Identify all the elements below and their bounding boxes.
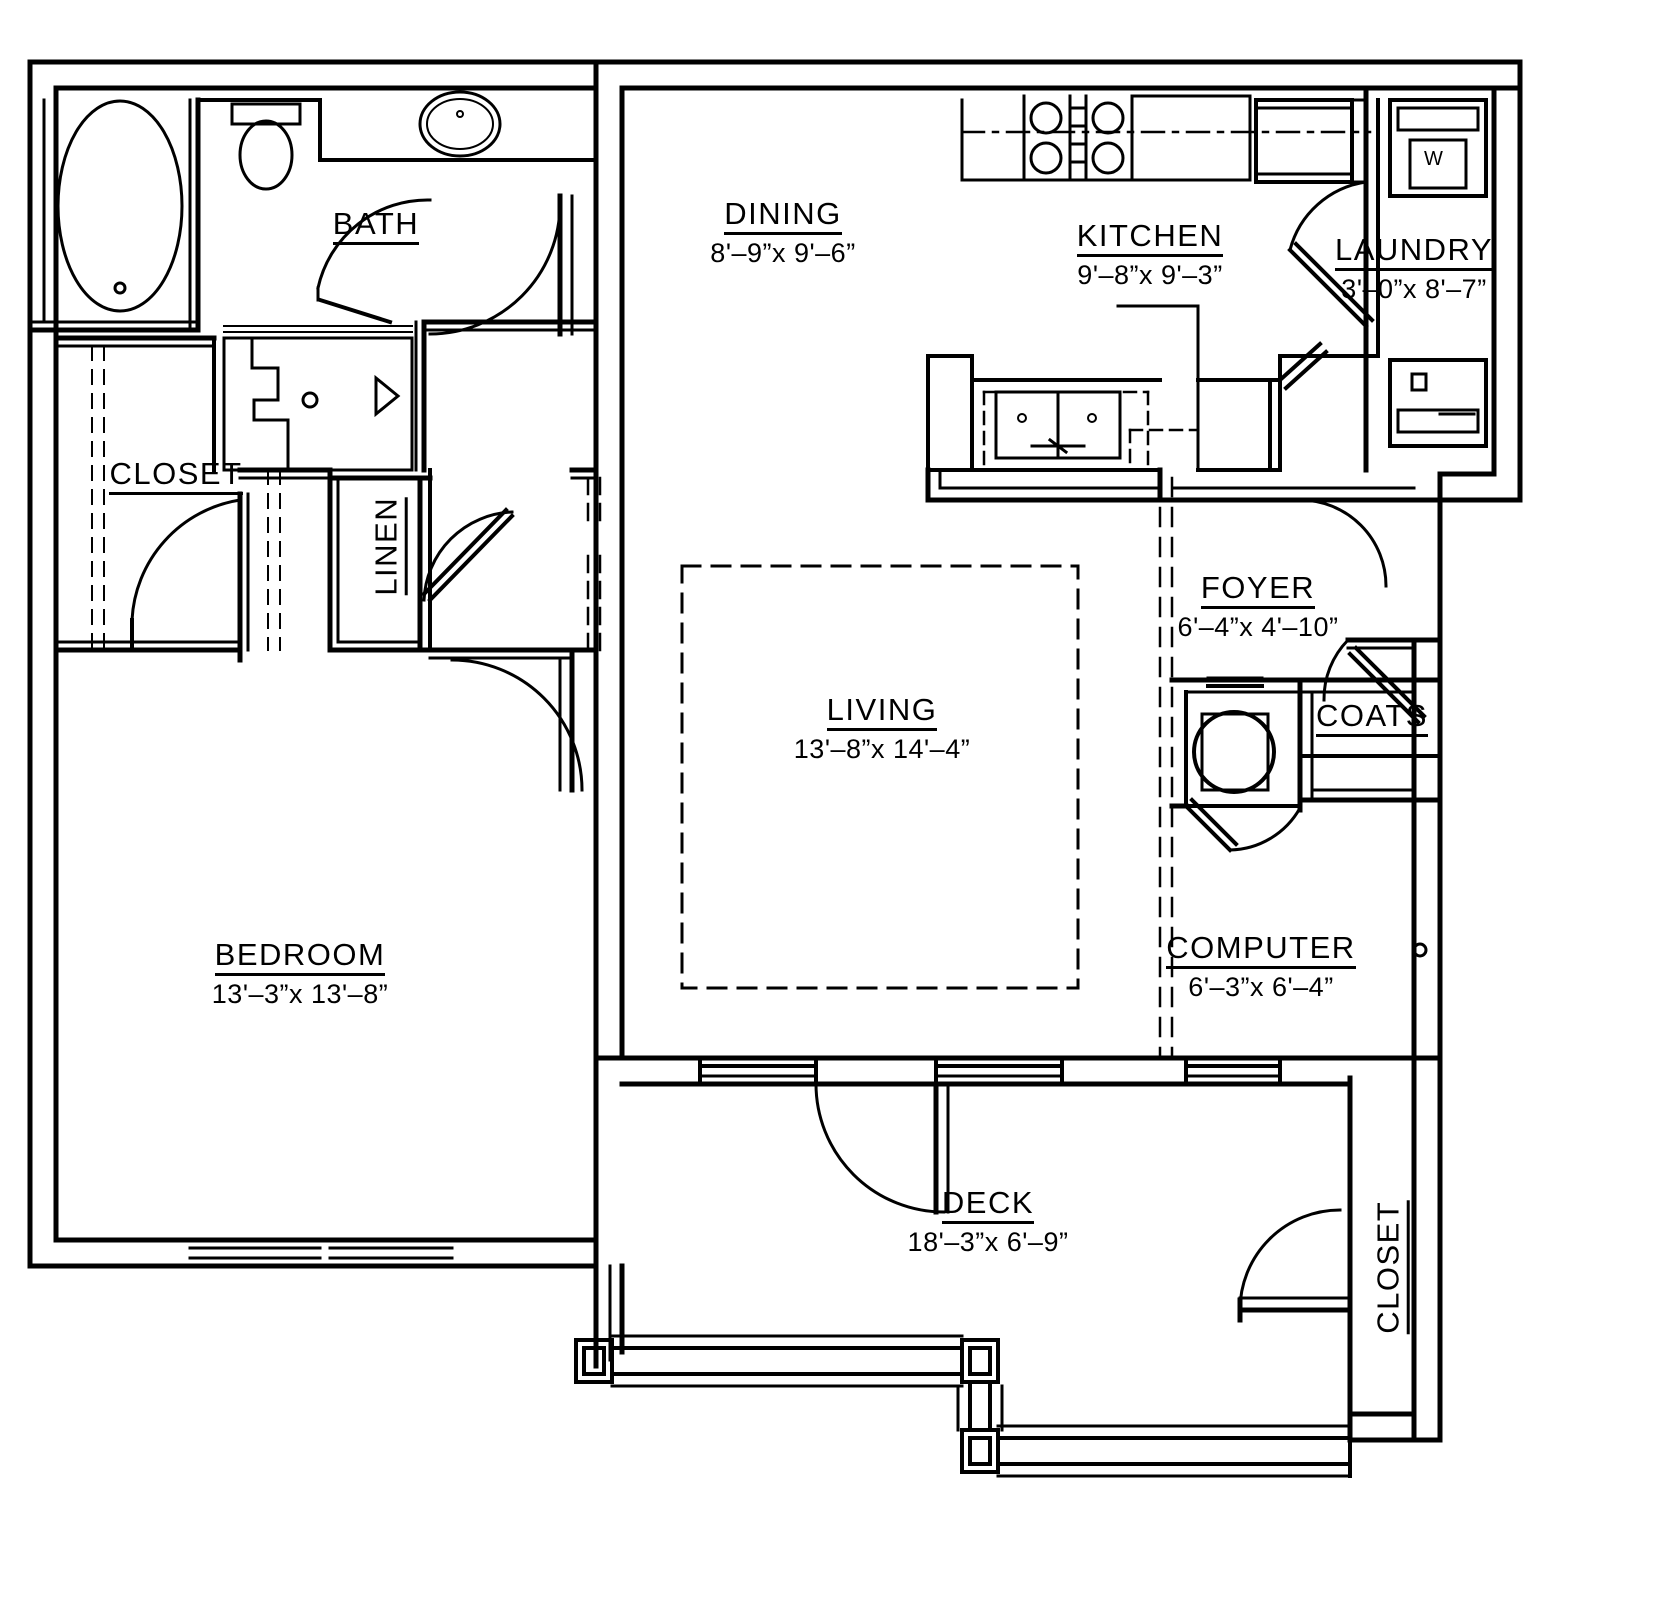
room-name-closet-2: CLOSET (1371, 1200, 1410, 1334)
room-dim-kitchen: 9'–8”x 9'–3” (1077, 259, 1223, 290)
room-label-computer: COMPUTER 6'–3”x 6'–4” (1121, 931, 1401, 1002)
room-label-bath: BATH (296, 207, 456, 245)
room-name-closet-1: CLOSET (109, 457, 243, 495)
room-label-closet-1: CLOSET (96, 457, 256, 495)
room-label-dining: DINING 8'–9”x 9'–6” (643, 197, 923, 268)
room-name-living: LIVING (826, 693, 938, 731)
room-dim-foyer: 6'–4”x 4'–10” (1177, 611, 1339, 642)
room-name-linen: LINEN (369, 496, 408, 596)
room-label-linen: LINEN (369, 466, 408, 626)
room-dim-laundry: 3'–0”x 8'–7” (1341, 273, 1487, 304)
room-name-kitchen: KITCHEN (1076, 219, 1224, 257)
room-dim-living: 13'–8”x 14'–4” (793, 733, 971, 764)
room-name-bedroom: BEDROOM (214, 938, 386, 976)
room-label-foyer: FOYER 6'–4”x 4'–10” (1118, 571, 1398, 642)
room-label-deck: DECK 18'–3”x 6'–9” (848, 1186, 1128, 1257)
room-label-coats: COATS (1282, 699, 1462, 737)
room-name-dining: DINING (724, 197, 842, 235)
room-label-laundry: LAUNDRY 3'–0”x 8'–7” (1274, 233, 1554, 304)
washer-label: W (1424, 148, 1443, 170)
room-dim-computer: 6'–3”x 6'–4” (1188, 971, 1334, 1002)
room-label-living: LIVING 13'–8”x 14'–4” (742, 693, 1022, 764)
room-label-bedroom: BEDROOM 13'–3”x 13'–8” (160, 938, 440, 1009)
room-label-kitchen: KITCHEN 9'–8”x 9'–3” (1010, 219, 1290, 290)
room-name-foyer: FOYER (1200, 571, 1316, 609)
room-dim-bedroom: 13'–3”x 13'–8” (211, 978, 389, 1009)
room-name-deck: DECK (941, 1186, 1035, 1224)
room-dim-dining: 8'–9”x 9'–6” (710, 237, 856, 268)
room-name-bath: BATH (332, 207, 420, 245)
room-name-computer: COMPUTER (1166, 931, 1356, 969)
room-name-laundry: LAUNDRY (1334, 233, 1494, 271)
room-label-closet-2: CLOSET (1371, 1187, 1410, 1347)
room-name-coats: COATS (1316, 699, 1428, 737)
room-dim-deck: 18'–3”x 6'–9” (907, 1226, 1069, 1257)
